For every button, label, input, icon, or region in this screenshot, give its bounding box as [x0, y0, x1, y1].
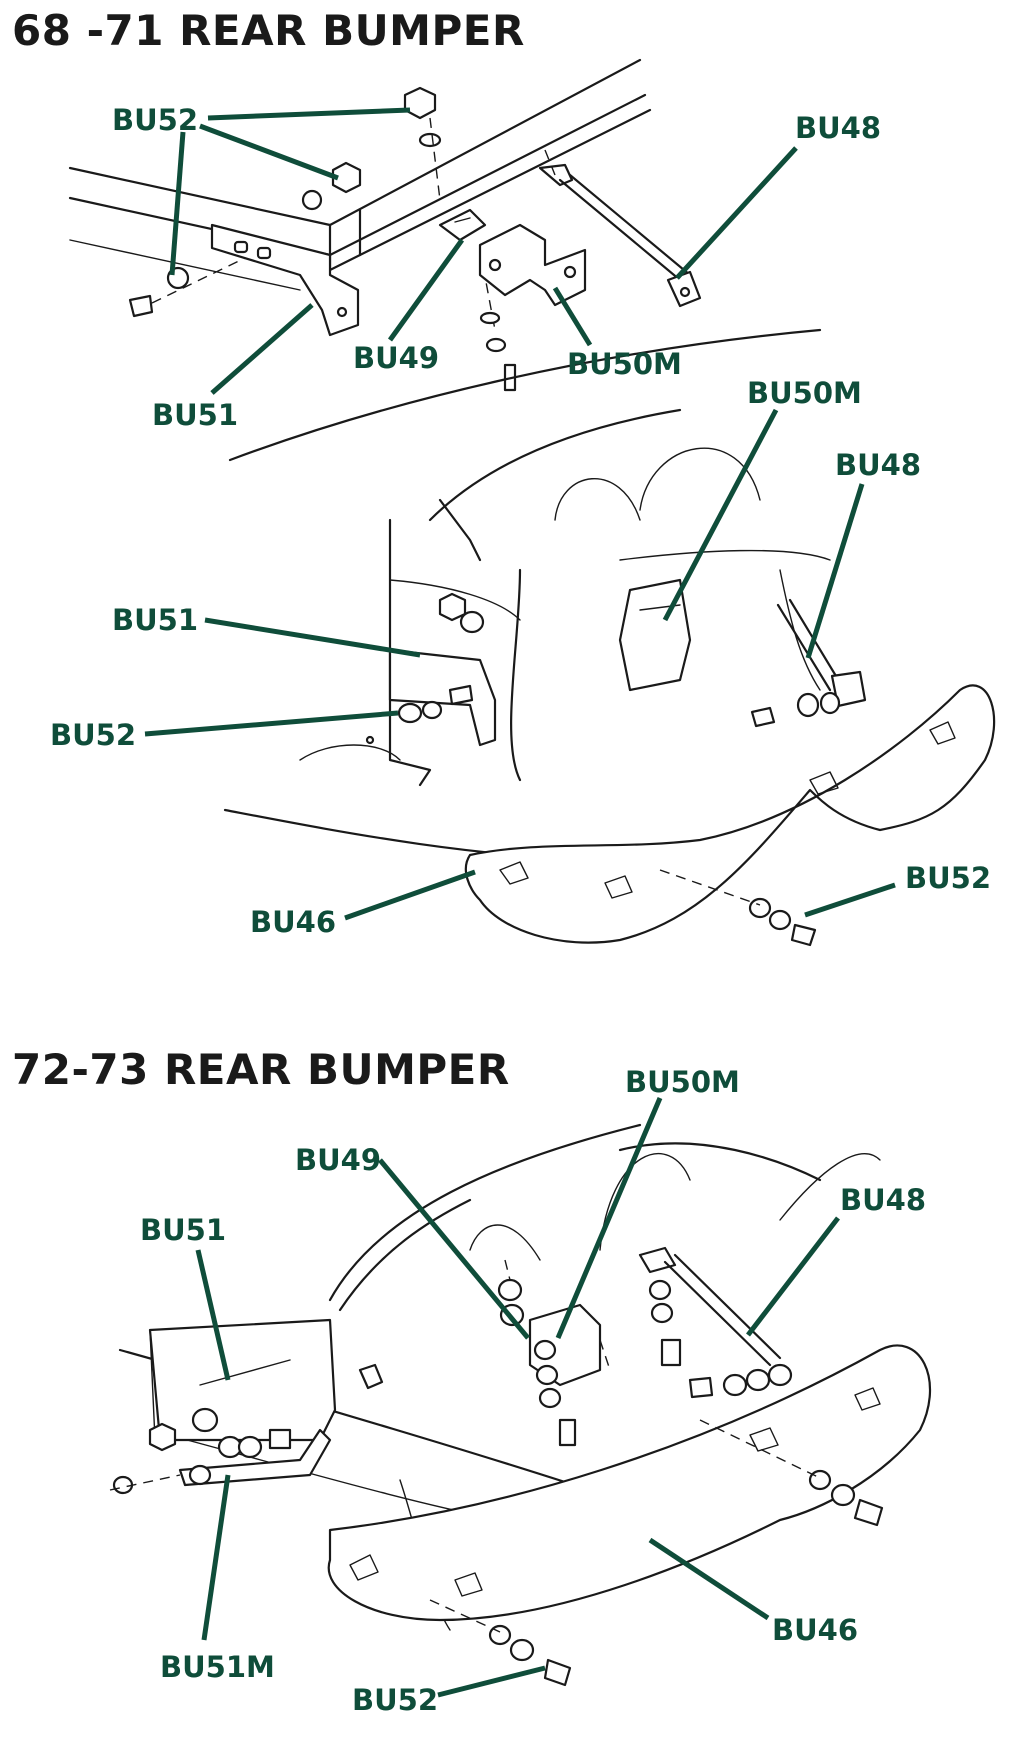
- leader-bu46-mid: [344, 869, 476, 921]
- bu48-brace-upper: [538, 149, 702, 308]
- bu51-bracket-upper: [210, 223, 360, 337]
- label-bu51-top: BU51: [152, 398, 238, 432]
- bu52-hardware-lower-right: [659, 869, 817, 947]
- label-bu50m-mid: BU50M: [747, 376, 862, 410]
- bu46-bumper-68: [464, 684, 996, 944]
- leader-bu48-mid: [805, 483, 865, 659]
- label-bu48-mid: BU48: [835, 448, 921, 482]
- leader-bu50m-bottom: [555, 1097, 663, 1339]
- leader-bu46-bottom: [648, 1537, 770, 1621]
- label-bu46-bottom: BU46: [772, 1613, 858, 1647]
- bu52-hardware-72-left: [109, 1363, 384, 1495]
- label-bu48-bottom: BU48: [840, 1183, 926, 1217]
- car-body-rear-68: [223, 328, 831, 862]
- bu51-bracket-lower: [388, 648, 497, 747]
- frame-rail-upper: [68, 58, 652, 291]
- bu48-brace-72: [638, 1246, 793, 1399]
- label-bu51-bottom: BU51: [140, 1213, 226, 1247]
- label-bu48-top: BU48: [795, 111, 881, 145]
- bu51-bracket-72: [148, 1318, 337, 1442]
- bu48-brace-lower: [750, 598, 867, 728]
- leader-bu51-mid: [204, 617, 421, 658]
- leader-bu48-top: [675, 146, 798, 280]
- label-bu52-top: BU52: [112, 103, 198, 137]
- label-bu51-mid: BU51: [112, 603, 198, 637]
- label-bu50m-top: BU50M: [567, 347, 682, 381]
- leader-bu49-bottom: [378, 1158, 530, 1340]
- bu52-hardware-72-right: [429, 1419, 884, 1687]
- label-bu49-top: BU49: [353, 341, 439, 375]
- label-bu52-mid: BU52: [50, 718, 136, 752]
- label-bu46-mid: BU46: [250, 905, 336, 939]
- title-68-71-rear-bumper: 68 -71 REAR BUMPER: [12, 6, 525, 55]
- leader-lines: [144, 107, 896, 1698]
- bu50m-bracket-upper: [478, 223, 587, 392]
- leader-bu52-to-washer: [169, 131, 186, 276]
- leader-bu52-to-nut-top: [207, 107, 411, 121]
- leader-bu48-bottom: [746, 1216, 840, 1337]
- leader-bu50m-top: [552, 286, 593, 347]
- leader-bu52-mid: [144, 710, 399, 737]
- leader-bu51-bottom: [195, 1249, 231, 1381]
- label-bu51m-bottom: BU51M: [160, 1650, 275, 1684]
- leader-bu52-mid-right: [804, 882, 896, 918]
- leader-bu52-bottom: [437, 1665, 546, 1698]
- leader-bu51m-bottom: [201, 1474, 231, 1641]
- label-bu52-mid-right: BU52: [905, 861, 991, 895]
- leader-bu52-to-nut-mid: [199, 123, 339, 181]
- label-bu52-bottom: BU52: [352, 1683, 438, 1717]
- bu51m-bracket-72: [178, 1428, 332, 1487]
- leader-bu50m-mid: [662, 408, 779, 622]
- title-72-73-rear-bumper: 72-73 REAR BUMPER: [12, 1045, 510, 1094]
- label-bu50m-bottom: BU50M: [625, 1065, 740, 1099]
- label-bu49-bottom: BU49: [295, 1143, 381, 1177]
- leader-bu49-top: [387, 238, 465, 342]
- leader-bu51-top: [210, 303, 314, 395]
- bu49-bu50m-mount-72: [497, 1259, 611, 1447]
- bu46-bumper-72: [327, 1344, 931, 1622]
- bu52-hardware-lower-left: [365, 592, 485, 745]
- bu49-bracket-upper: [438, 208, 496, 331]
